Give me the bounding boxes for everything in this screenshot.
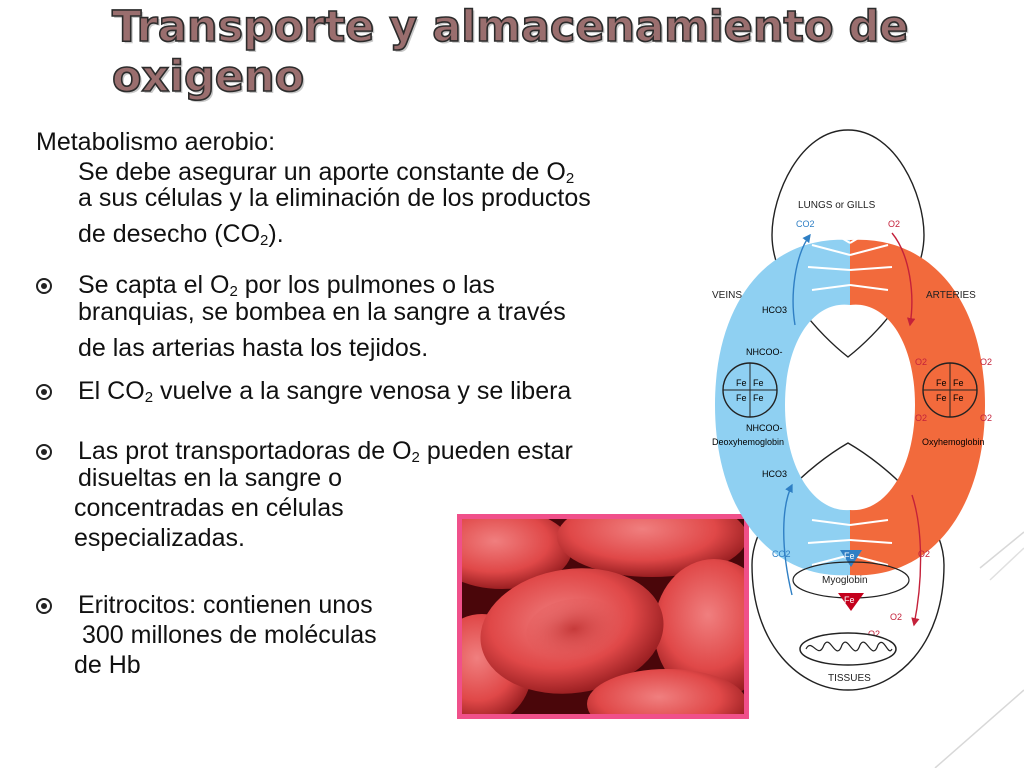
fe-label: Fe [844,551,855,561]
lungs-outline [771,129,925,358]
intro-line-3: de desecho (CO2). [36,219,591,249]
nhcoo-label-top: NHCOO- [746,347,783,357]
fe-label: Fe [736,378,747,388]
intro-line-2: a sus células y la eliminación de los pr… [78,184,591,212]
subscript: 2 [260,232,269,249]
bullet-3-line-2: disueltas en la sangre o [78,464,343,492]
co2-label-tissue: CO2 [772,549,791,559]
arterial-blood-band [850,239,985,576]
bullet-4-line-1: Eritrocitos: contienen unos [78,591,373,619]
bullet-1-text: Se capta el O2 por los pulmones o las br… [78,270,566,363]
fe-label: Fe [953,393,964,403]
subscript: 2 [144,389,154,406]
intro-heading: Metabolismo aerobio: [36,128,276,156]
fe-label: Fe [753,378,764,388]
bullet-icon [36,278,52,294]
bullet-4-text: Eritrocitos: contienen unos 300 millones… [74,590,377,680]
lung-capillaries [807,224,893,291]
nhcoo-label-bottom: NHCOO- [746,423,783,433]
intro-line-1: Se debe asegurar un aporte constante de … [36,157,591,187]
bullet-icon [36,598,52,614]
bullet-1-line-1-end: por los pulmones o las [237,271,495,299]
bullet-3-line-1: Las prot transportadoras de O [78,437,412,465]
mitochondrion-icon [799,632,897,666]
deoxyhemoglobin-label: Deoxyhemoglobin [712,437,784,447]
bullet-4-line-3: de Hb [74,651,141,679]
intro-line-3-end: ). [268,220,284,248]
oxymyoglobin-fe-icon [838,593,864,611]
subscript: 2 [411,449,420,466]
o2-label: O2 [890,612,902,622]
o2-label: O2 [915,413,927,423]
o2-uptake-arrow [891,232,916,327]
oxyhemoglobin-icon: Fe Fe Fe Fe O2 O2 O2 O2 [915,357,992,423]
arteries-label: ARTERIES [926,290,976,301]
bullet-icon [36,444,52,460]
bullet-4-line-2: 300 millones de moléculas [82,621,377,649]
intro-block: Metabolismo aerobio: Se debe asegurar un… [36,127,591,249]
myoglobin-fe-icon [840,550,862,567]
lungs-label: LUNGS or GILLS [798,200,876,211]
slide-title: Transporte y almacenamiento de oxigeno [111,1,909,103]
o2-label: O2 [980,357,992,367]
bullet-3-text: Las prot transportadoras de O2 pueden es… [74,436,573,553]
fe-label: Fe [936,393,947,403]
venous-blood-band [715,239,850,576]
o2-tissue-arrow [911,494,922,627]
bullet-1-line-1: Se capta el O [78,271,230,299]
tissues-label: TISSUES [828,673,871,684]
deoxyhemoglobin-icon: Fe Fe Fe Fe [722,362,778,418]
bullet-1-line-2: branquias, se bombea en la sangre a trav… [78,298,566,326]
fe-label: Fe [844,595,855,605]
hco3-label-bottom: HCO3 [762,469,787,479]
intro-line-1-text: Se debe asegurar un aporte constante de … [78,158,566,186]
fe-label: Fe [936,378,947,388]
bullet-3-line-4: especializadas. [74,524,245,552]
o2-label: O2 [980,413,992,423]
o2-label: O2 [868,629,880,639]
bullet-2-line-1: El CO [78,377,145,405]
veins-label: VEINS [712,290,742,301]
subscript: 2 [565,170,575,187]
subscript: 2 [229,283,238,300]
bullet-1-line-3: de las arterias hasta los tejidos. [78,334,429,362]
bullet-2-line-1-end: vuelve a la sangre venosa y se libera [153,377,572,405]
o2-label-tissue: O2 [918,549,930,559]
red-blood-cells-image [462,519,744,714]
bullet-3-line-1-end: pueden estar [419,437,573,465]
bullet-2-text: El CO2 vuelve a la sangre venosa y se li… [78,376,571,406]
co2-label-top: CO2 [796,219,815,229]
red-blood-cells-photo [457,514,749,719]
o2-label-top: O2 [888,219,900,229]
oxyhemoglobin-label: Oxyhemoglobin [922,437,985,447]
co2-release-arrow [792,233,811,326]
myoglobin-label: Myoglobin [822,575,868,586]
fe-label: Fe [736,393,747,403]
tissue-capillaries [807,519,893,566]
bullet-3-line-3: concentradas en células [74,494,344,522]
intro-line-3-text: de desecho (CO [78,220,261,248]
co2-tissue-arrow [783,483,793,596]
bullet-icon [36,384,52,400]
fe-label: Fe [953,378,964,388]
o2-label: O2 [915,357,927,367]
oxygen-transport-diagram: LUNGS or GILLS CO2 O2 VEINS ARTERIES HCO… [712,129,992,691]
fe-label: Fe [753,393,764,403]
hco3-label-top: HCO3 [762,305,787,315]
